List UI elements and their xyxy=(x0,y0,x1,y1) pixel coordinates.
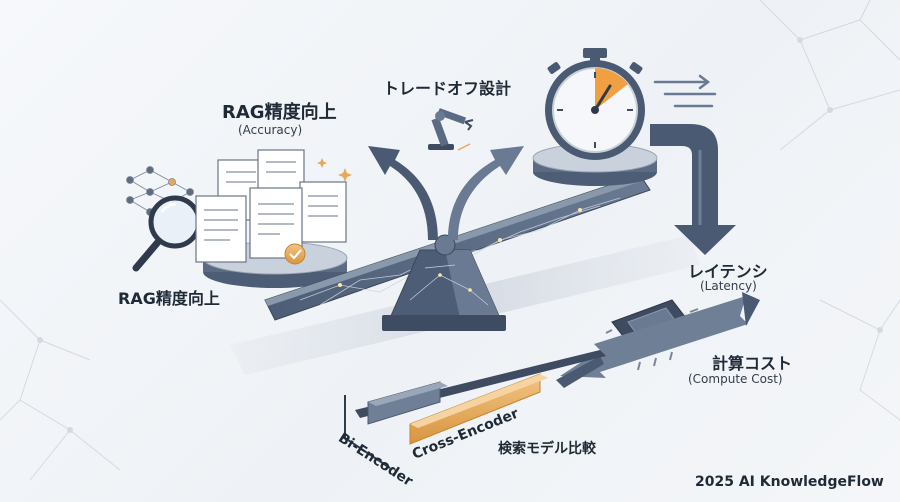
neural-network-icon xyxy=(126,166,194,216)
compute-subtitle: (Compute Cost) xyxy=(688,372,783,386)
certificate-seal-icon xyxy=(284,243,306,265)
model-compare-label: 検索モデル比較 xyxy=(498,441,596,457)
latency-title: レイテンシ xyxy=(688,262,768,281)
latency-subtitle: (Latency) xyxy=(700,279,757,293)
accuracy-base-label: RAG精度向上 xyxy=(118,289,220,308)
robot-arm-icon xyxy=(428,108,474,151)
compute-double-arrow xyxy=(556,292,760,388)
model-compare-bars xyxy=(344,350,606,469)
footer-credit: 2025 AI KnowledgeFlow xyxy=(695,474,884,490)
tradeoff-split-arrow xyxy=(368,146,524,240)
fulcrum xyxy=(382,234,506,331)
accuracy-title: RAG精度向上 xyxy=(222,102,337,123)
compute-title: 計算コスト xyxy=(712,354,793,373)
latency-down-arrow xyxy=(650,124,736,255)
sparkle-icon xyxy=(317,158,352,182)
magnifier-icon xyxy=(132,195,202,272)
tradeoff-label: トレードオフ設計 xyxy=(383,79,512,98)
background-network xyxy=(0,0,900,481)
accuracy-subtitle: (Accuracy) xyxy=(238,123,303,137)
stopwatch-icon xyxy=(545,48,645,160)
speed-lines-icon xyxy=(653,74,717,108)
document-stack-icon xyxy=(195,149,347,263)
